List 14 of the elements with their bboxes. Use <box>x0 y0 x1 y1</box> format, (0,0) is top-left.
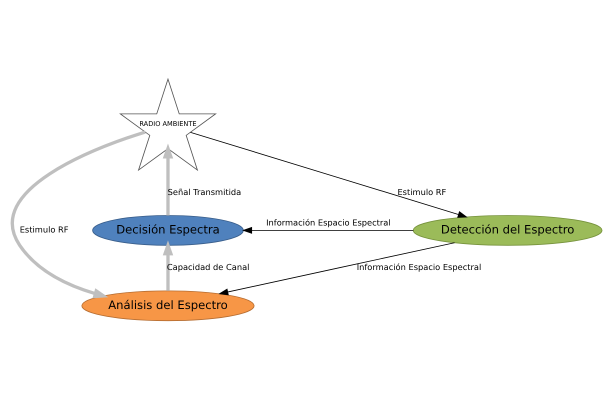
edge-label: Estimulo RF <box>20 224 69 234</box>
edge-label: Información Espacio Espectral <box>266 217 391 228</box>
edge-label: Información Espacio Espectral <box>356 262 482 272</box>
arrow <box>218 242 455 296</box>
edge-label: Capacidad de Canal <box>166 262 250 272</box>
node-ellipse: Detección del Espectro <box>412 215 602 246</box>
arrow <box>242 226 414 234</box>
arrow <box>162 144 174 216</box>
node-ellipse: Decisión Espectra <box>92 215 244 246</box>
arrow <box>162 240 174 291</box>
edge-label: Señal Transmitida <box>168 186 242 197</box>
arrow <box>190 132 468 218</box>
node-ellipse: Análisis del Espectro <box>81 290 255 322</box>
edge-label: Estimulo RF <box>397 186 446 197</box>
